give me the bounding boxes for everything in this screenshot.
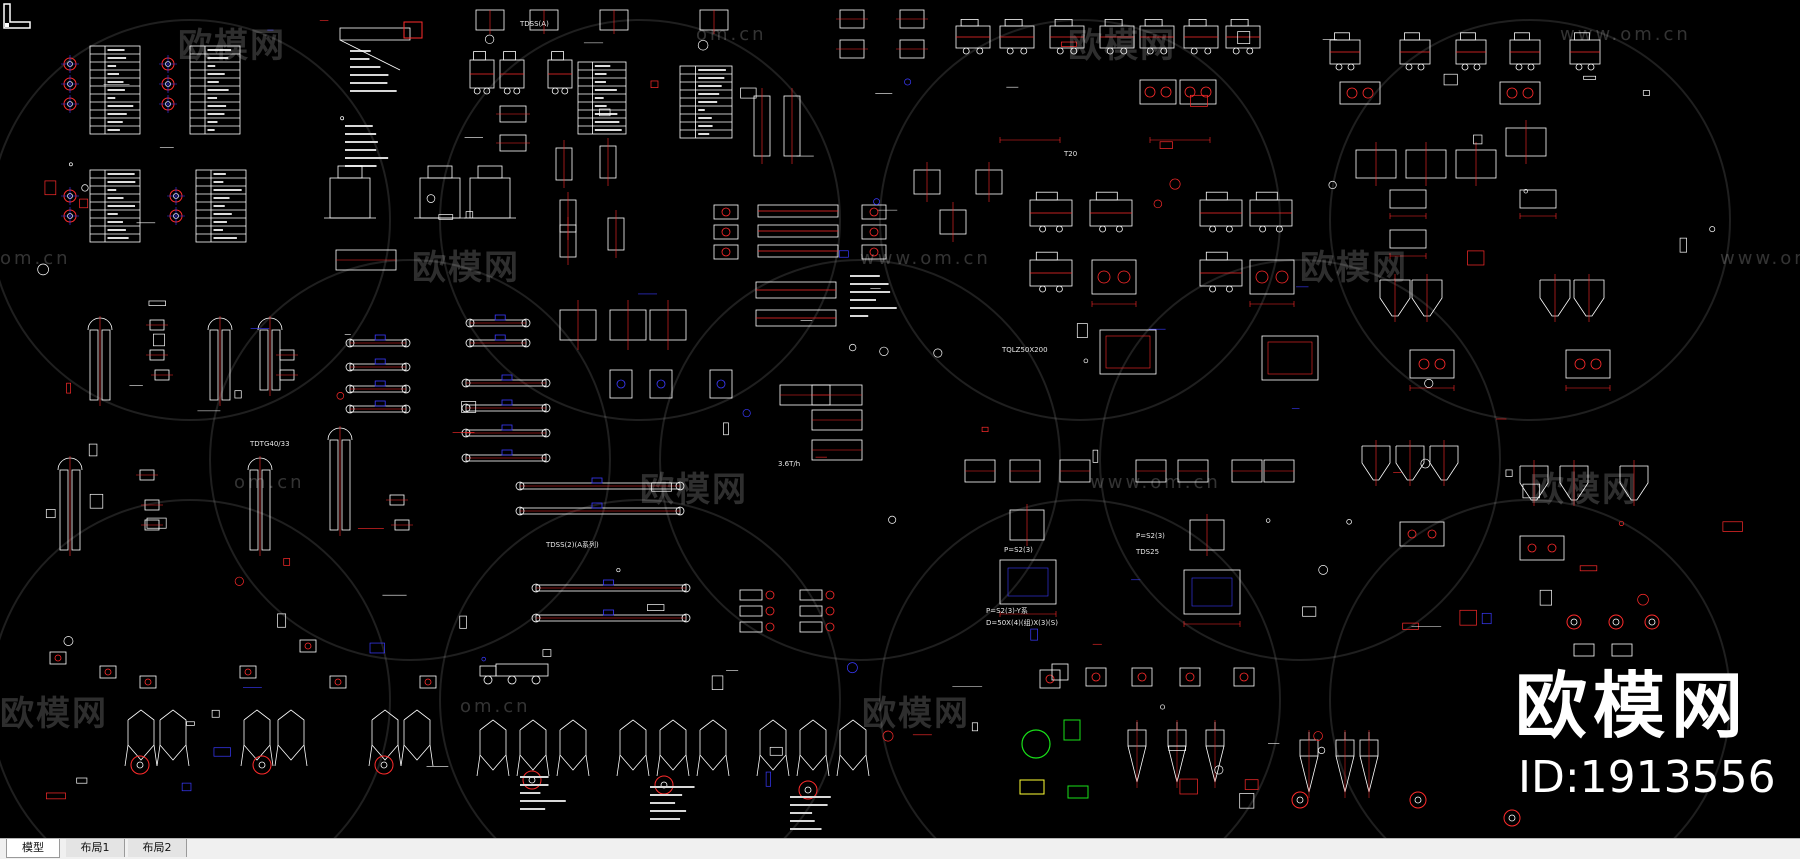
drawing-label: TDSS(A) (520, 20, 549, 28)
watermark-text: 欧模网 (1300, 248, 1408, 288)
watermark-text: 欧模网 (1068, 26, 1176, 66)
drawing-label: TDTG40/33 (250, 440, 290, 448)
tab-layout2[interactable]: 布局2 (128, 839, 187, 857)
watermark-text: 欧模网 (862, 694, 970, 734)
watermark-domain: www.om.cn (1720, 248, 1800, 269)
watermark-text: 欧模网 (1530, 470, 1638, 510)
tab-model[interactable]: 模型 (6, 839, 60, 858)
drawing-label: P=S2(3) (1004, 546, 1033, 554)
watermark-domain: om.cn (460, 696, 531, 717)
watermark-text: 欧模网 (178, 26, 286, 66)
drawing-canvas[interactable]: 欧模网 欧模网 欧模网 欧模网 欧模网 欧模网 欧模网 欧模网 om.cn ww… (0, 0, 1800, 838)
drawing-label: TDSS(2)(A系列) (546, 541, 599, 549)
watermark-domain: om.cn (696, 24, 767, 45)
cad-drawing (0, 9, 1743, 838)
ucs-icon (3, 3, 31, 29)
drawing-label: 3.6T/h (778, 460, 801, 468)
watermark-domain: www.om.cn (860, 248, 991, 269)
watermark-domain: om.cn (0, 248, 71, 269)
model-id-label: ID:1913556 (1518, 752, 1776, 803)
watermark-text: 欧模网 (640, 470, 748, 510)
drawing-label: P=S2(3) (1136, 532, 1165, 540)
drawing-label: T20 (1064, 150, 1078, 158)
watermark-domain: www.om.cn (1090, 472, 1221, 493)
watermark-domain: www.om.cn (1560, 24, 1691, 45)
drawing-label: TDS25 (1136, 548, 1160, 556)
watermark-text: 欧模网 (0, 694, 108, 734)
tab-layout1[interactable]: 布局1 (66, 839, 125, 857)
drawing-label: P=S2(3)-Y系 (986, 607, 1028, 615)
layout-tab-bar: 模型 布局1 布局2 (0, 838, 1800, 859)
watermark-domain: om.cn (234, 472, 305, 493)
brand-logo-text: 欧模网 (1515, 664, 1750, 748)
watermark-text: 欧模网 (412, 248, 520, 288)
drawing-label: TQLZ50X200 (1002, 346, 1048, 354)
drawing-label: D=50X(4)(组)X(3)(S) (986, 619, 1058, 627)
